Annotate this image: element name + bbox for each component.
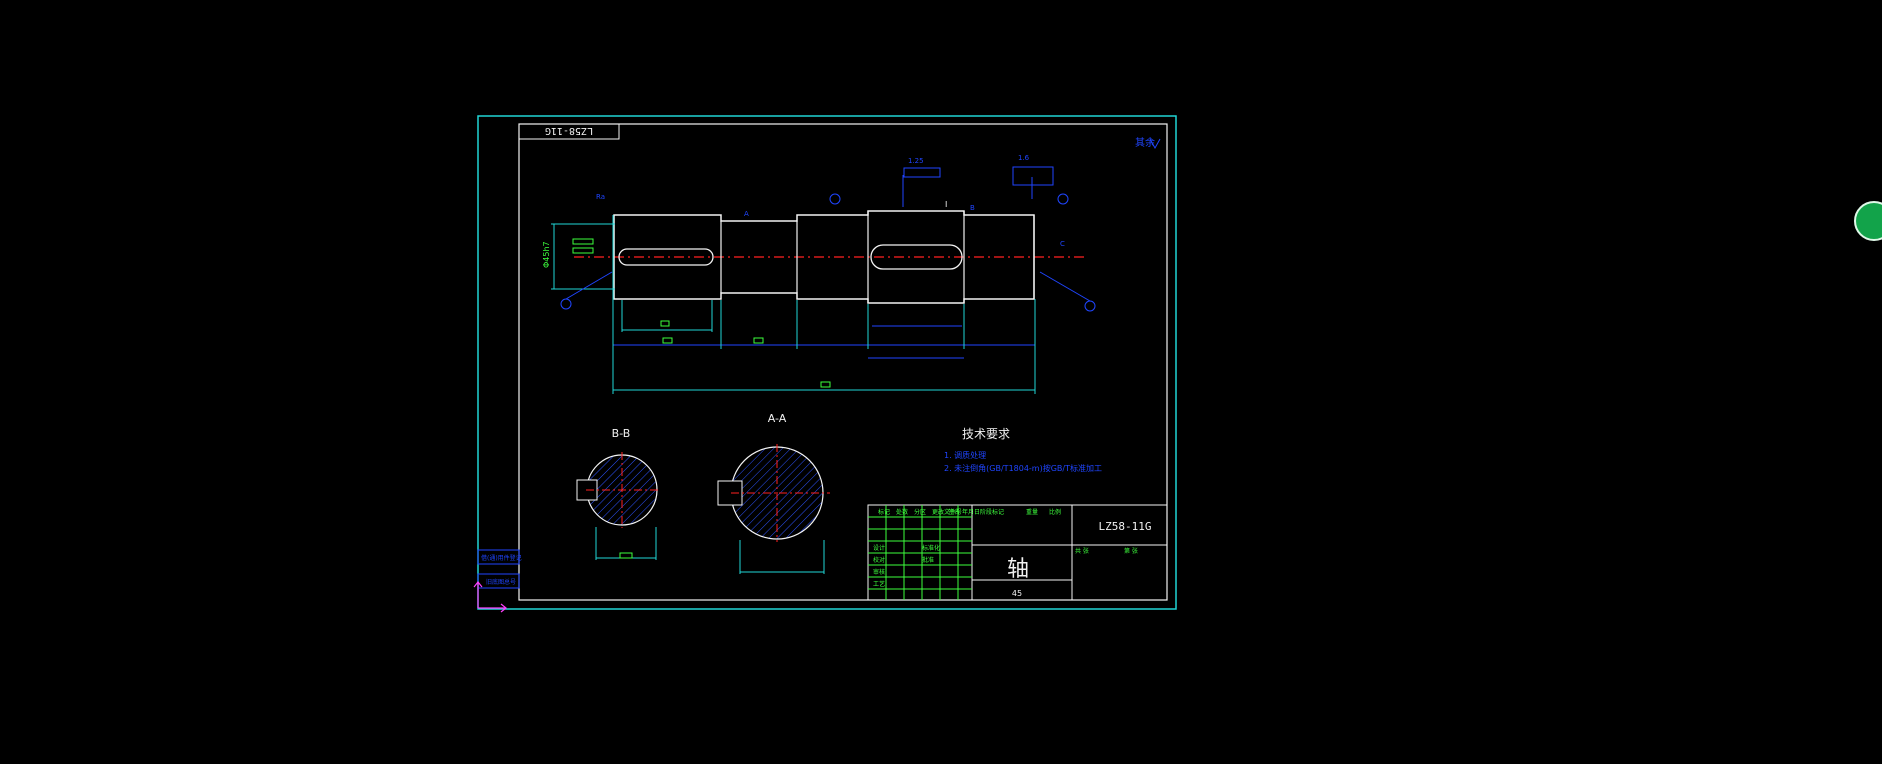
svg-text:重量: 重量 [1026,508,1038,516]
leader-right [1039,271,1091,302]
upper-box-2 [1012,166,1054,186]
svg-text:分区: 分区 [914,508,926,516]
dim-box-5 [572,238,594,245]
floating-action-button[interactable] [1854,201,1882,241]
upper-box-1 [903,167,941,178]
datum-circle-top-a [829,193,841,205]
upper-marker-i: I [945,200,947,209]
dim-box-4 [820,381,831,388]
left-strip-box-1 [477,549,520,565]
title-block-drawing-number: LZ58-11G [1099,520,1152,533]
title-block-grid [868,505,972,600]
keyway-right [870,244,963,270]
view-label-aa: A-A [768,412,787,425]
ucs-y-arrow [473,581,483,588]
left-strip-box-2 [477,573,520,589]
svg-text:工艺: 工艺 [873,580,885,588]
left-strip-label-2: 旧底图总号 [486,578,516,586]
upper-dim-text-2: 1.6 [1018,154,1030,162]
svg-text:更改文件号: 更改文件号 [932,508,962,516]
ucs-x-arrow [500,603,507,613]
datum-circle-top-b [1057,193,1069,205]
svg-text:签名: 签名 [948,508,960,516]
dim-box-2 [662,337,673,344]
svg-text:设计: 设计 [873,544,885,552]
svg-text:比例: 比例 [1049,508,1061,516]
left-strip-label-1: 借(通)用件登记 [481,554,522,562]
view-label-bb: B-B [612,427,631,440]
svg-text:阶段标记: 阶段标记 [980,508,1004,516]
leader-left [565,271,613,300]
title-block-part-name: 轴 [1007,557,1029,582]
svg-text:第 张: 第 张 [1124,547,1138,555]
tech-requirement-item-2: 2. 未注倒角(GB/T1804-m)按GB/T标准加工 [944,463,1102,473]
reversed-title-text: LZ58-11G [545,125,593,136]
svg-text:标记: 标记 [878,508,890,516]
svg-text:标准化: 标准化 [922,544,940,552]
small-annotation-2: A [744,210,749,218]
roughness-symbol [1149,138,1161,150]
title-block-small-labels: 标记 处数 分区 更改文件号 签名 年月日 设计 校对 审核 工艺 标准化 批准… [873,508,1138,588]
small-annotation-1: Ra [596,193,605,201]
dim-box-3 [753,337,764,344]
inner-frame [518,123,1168,601]
small-annotation-3: B [970,204,975,212]
tech-requirements-title: 技术要求 [962,427,1010,441]
svg-text:年月日: 年月日 [962,508,980,516]
dim-box-1 [660,320,670,327]
small-annotation-4: C [1060,240,1065,248]
keyway-left [618,248,714,266]
svg-text:批准: 批准 [922,556,934,564]
left-diameter-text: Φ45h7 [542,241,551,268]
dim-box-6 [572,247,594,254]
svg-text:处数: 处数 [896,508,908,516]
svg-text:共 张: 共 张 [1075,547,1089,555]
outer-frame [477,115,1177,610]
section-bb-dim-box [619,552,633,559]
reversed-title-box [518,123,620,140]
svg-text:审核: 审核 [873,568,885,576]
tech-requirement-item-1: 1. 调质处理 [944,450,986,460]
svg-text:校对: 校对 [873,556,885,564]
upper-dim-text-1: 1.25 [908,157,924,165]
title-block-material: 45 [1012,589,1022,598]
